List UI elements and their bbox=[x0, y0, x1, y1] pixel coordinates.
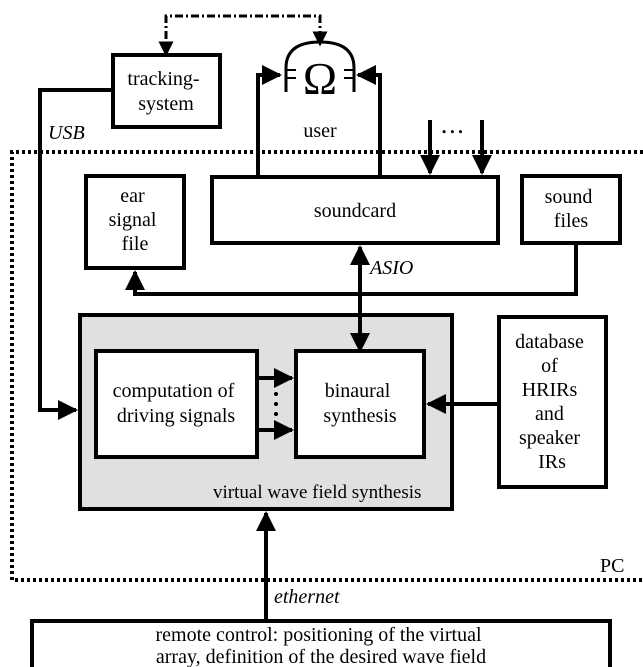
ear-signal-file-label: ear signal file bbox=[109, 185, 162, 255]
usb-label: USB bbox=[48, 122, 85, 144]
tracking-system-box bbox=[111, 53, 222, 129]
sound-files-box bbox=[520, 174, 622, 245]
headphones-omega-icon: Ω bbox=[284, 40, 356, 104]
ellipsis: ⋅⋅⋅ bbox=[440, 120, 465, 146]
pc-boundary bbox=[10, 150, 643, 582]
soundcard-to-left-ear bbox=[256, 65, 282, 177]
remote-control-label: remote control: positioning of the virtu… bbox=[155, 624, 486, 667]
vertical-ellipsis bbox=[274, 392, 278, 416]
user-label: user bbox=[303, 120, 337, 142]
soundcard-label: soundcard bbox=[314, 200, 396, 222]
asio-label: ASIO bbox=[368, 257, 413, 279]
soundcard-to-right-ear bbox=[356, 65, 382, 177]
computation-box bbox=[94, 349, 259, 459]
computation-label: computation of driving signals bbox=[113, 380, 240, 427]
binaural-synthesis-box bbox=[294, 349, 426, 459]
database-box bbox=[497, 315, 608, 489]
svg-text:Ω: Ω bbox=[303, 53, 337, 104]
tracking-link bbox=[158, 14, 328, 57]
soundcard-box bbox=[210, 175, 500, 245]
remote-control-box bbox=[30, 619, 612, 667]
tracking-system-label: tracking- system bbox=[127, 68, 204, 115]
ear-signal-file-box bbox=[84, 174, 186, 270]
database-label: database of HRIRs and speaker IRs bbox=[515, 331, 589, 473]
ethernet-label: ethernet bbox=[274, 586, 340, 608]
sound-files-label: sound files bbox=[545, 186, 598, 232]
sound-files-bus bbox=[125, 243, 578, 296]
virtual-wfs-label: virtual wave field synthesis bbox=[213, 482, 421, 503]
pc-label: PC bbox=[600, 555, 624, 577]
usb-link bbox=[38, 88, 113, 420]
binaural-synthesis-label: binaural synthesis bbox=[323, 380, 397, 427]
